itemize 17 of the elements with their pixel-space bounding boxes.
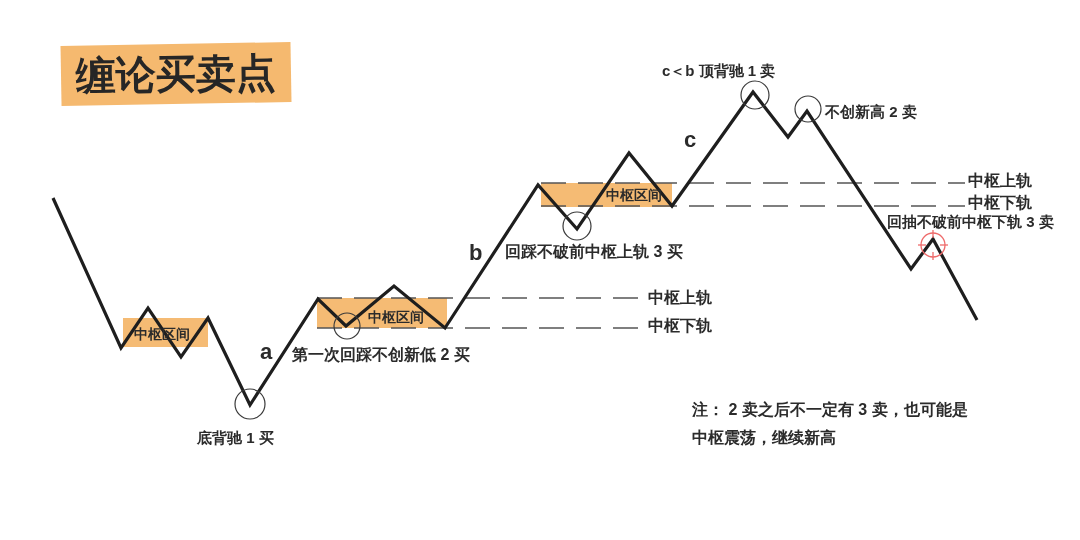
sell-point-label: c＜b 顶背驰 1 卖	[662, 60, 776, 80]
segment-label: b	[469, 239, 483, 267]
level-label: 中枢下轨	[648, 316, 712, 336]
note-text: 注： 2 卖之后不一定有 3 卖，也可能是中枢震荡，继续新高	[692, 400, 969, 448]
band-label: 中枢区间	[368, 310, 424, 326]
level-label: 中枢下轨	[968, 193, 1032, 213]
sell-point-label: 不创新高 2 卖	[825, 101, 917, 121]
segment-label: a	[260, 338, 273, 366]
level-label: 中枢上轨	[648, 288, 712, 308]
band-label: 中枢区间	[606, 188, 662, 204]
level-label: 中枢上轨	[968, 171, 1032, 191]
buy-point-label: 底背驰 1 买	[197, 427, 274, 447]
segment-label: c	[684, 126, 697, 154]
buy-point-label: 第一次回踩不创新低 2 买	[292, 345, 470, 365]
sell-point-label: 回抽不破前中枢下轨 3 卖	[887, 212, 1054, 230]
title-banner: 缠论买卖点	[60, 42, 292, 106]
buy-point-label: 回踩不破前中枢上轨 3 买	[505, 242, 683, 262]
